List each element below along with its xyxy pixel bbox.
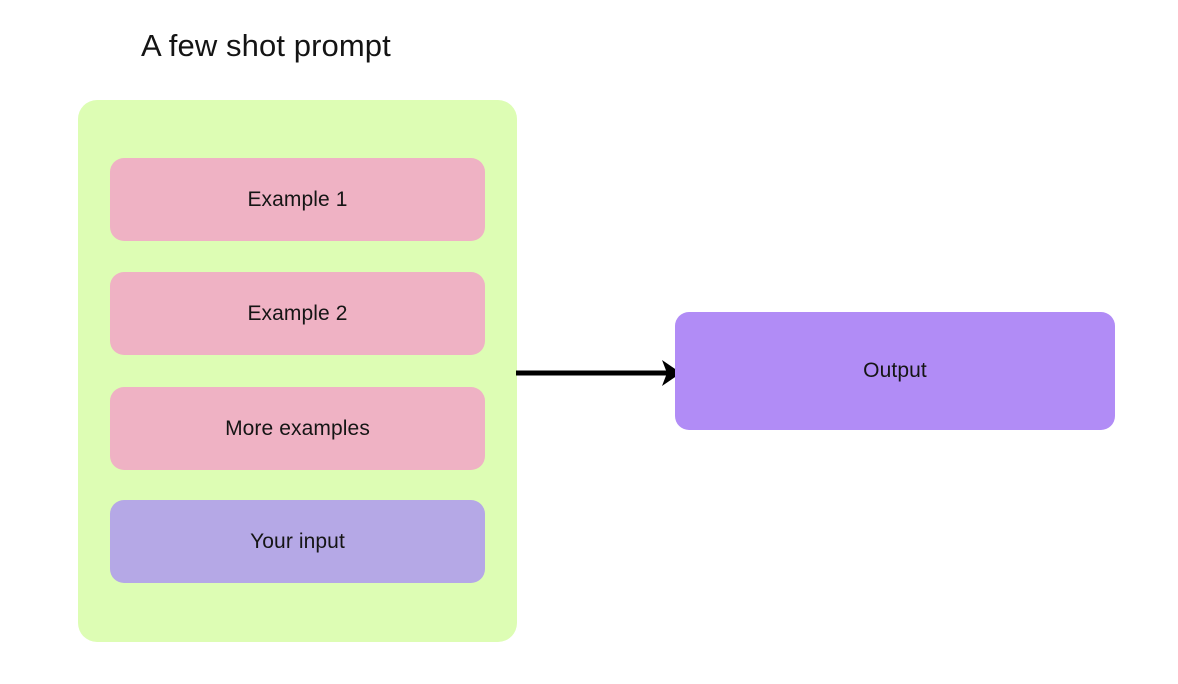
- prompt-block-example-1[interactable]: Example 1: [110, 158, 485, 241]
- prompt-block-label: More examples: [225, 416, 370, 440]
- prompt-block-example-2[interactable]: Example 2: [110, 272, 485, 355]
- prompt-block-your-input[interactable]: Your input: [110, 500, 485, 583]
- prompt-block-more-examples[interactable]: More examples: [110, 387, 485, 470]
- prompt-block-label: Example 1: [247, 187, 348, 211]
- output-box[interactable]: Output: [675, 312, 1115, 430]
- output-label: Output: [863, 359, 927, 382]
- prompt-container: Example 1 Example 2 More examples Your i…: [78, 100, 517, 642]
- prompt-block-label: Your input: [250, 529, 345, 553]
- flow-arrow-icon: [516, 360, 681, 386]
- page-title: A few shot prompt: [141, 28, 391, 63]
- prompt-block-label: Example 2: [247, 301, 348, 325]
